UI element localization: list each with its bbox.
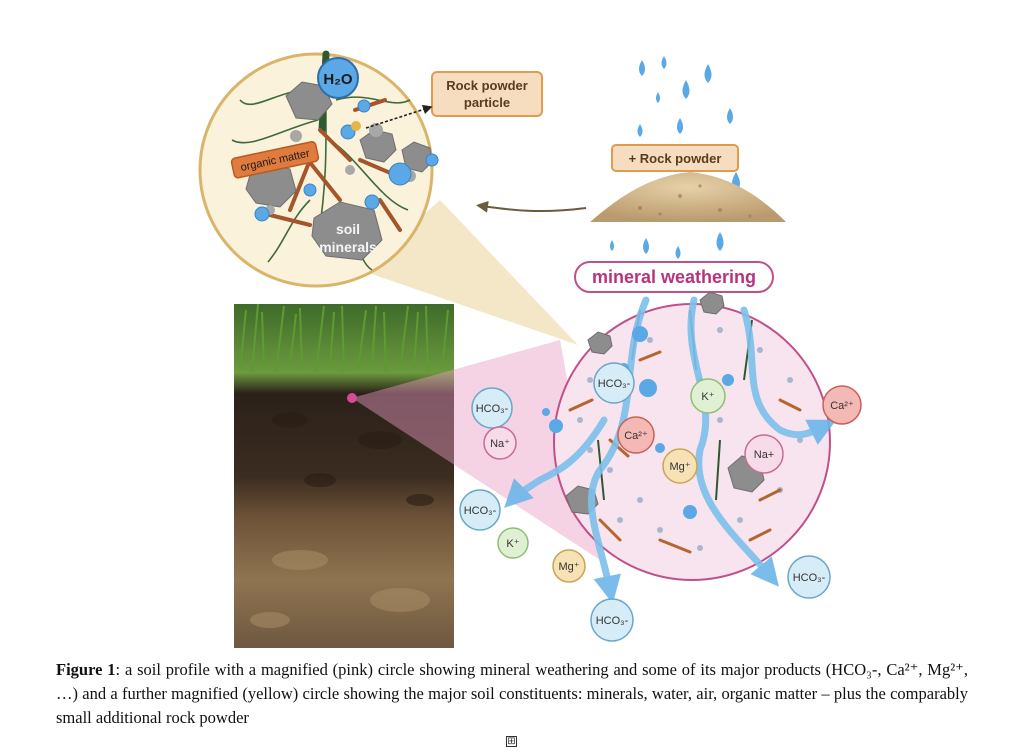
ion-badge-text: HCO₃- — [476, 403, 509, 415]
ion-badge-text: Na+ — [754, 449, 775, 461]
ion-badge-na-out: Na⁺ — [483, 426, 517, 460]
rock-powder-particle-text1: Rock powder — [446, 78, 528, 93]
ion-badge-circle — [787, 555, 831, 599]
ion-badge-ca-in: Ca²⁺ — [617, 416, 655, 454]
ion-badge-mg-in: Mg⁺ — [662, 448, 698, 484]
ion-badge-circle — [617, 416, 655, 454]
add-rock-powder-label: + Rock powder — [611, 144, 739, 172]
expand-handle-icon[interactable]: ⊞ — [506, 736, 517, 747]
soil-minerals-label-line2: minerals — [319, 239, 377, 255]
water-label: H₂O — [317, 57, 359, 99]
ion-badge-circle — [690, 378, 726, 414]
soil-profile-photo — [234, 303, 454, 648]
caption-figure-label: Figure 1 — [56, 660, 116, 679]
ions-outside: HCO₃- Na⁺ HCO₃- K⁺ Mg⁺ HCO₃- Ca²⁺ HCO₃- — [459, 385, 862, 642]
ion-badge-na-in: Na+ — [744, 434, 784, 474]
add-rock-powder-text: + Rock powder — [629, 151, 722, 166]
mineral-weathering-text: mineral weathering — [592, 267, 756, 287]
ion-badge-text: K⁺ — [506, 538, 519, 550]
ion-badge-text: HCO₃- — [596, 615, 629, 627]
caption-text: : a soil profile with a magnified (pink)… — [56, 660, 968, 727]
water-label-text: H₂O — [323, 71, 352, 88]
ion-badge-hco3-in: HCO₃- — [593, 362, 635, 404]
ion-badge-circle — [662, 448, 698, 484]
ion-badge-hco3-out1: HCO₃- — [471, 387, 513, 429]
ion-badge-text: HCO₃- — [464, 505, 497, 517]
ion-badge-hco3-out3: HCO₃- — [590, 598, 634, 642]
rock-powder-particle-text2: particle — [464, 95, 510, 110]
ion-badge-circle — [552, 549, 586, 583]
ion-badge-k-out: K⁺ — [497, 527, 529, 559]
rock-powder-to-circle-arrow — [476, 200, 587, 213]
ion-badge-circle — [497, 527, 529, 559]
ion-badge-text: Na⁺ — [490, 438, 510, 450]
ion-badge-text: Ca²⁺ — [624, 430, 648, 442]
ion-badge-text: Mg⁺ — [558, 561, 579, 573]
ion-badge-circle — [471, 387, 513, 429]
ion-badge-hco3-out4: HCO₃- — [787, 555, 831, 599]
ion-badge-text: HCO₃- — [598, 378, 631, 390]
figure-caption: Figure 1: a soil profile with a magnifie… — [56, 658, 968, 730]
yellow-magnified-circle — [198, 50, 439, 288]
ion-badge-text: HCO₃- — [793, 572, 826, 584]
soil-minerals-label-line1: soil — [336, 221, 360, 237]
mineral-weathering-label: mineral weathering — [574, 261, 774, 293]
pink-magnification-cone — [352, 340, 600, 560]
ion-badge-hco3-out2: HCO₃- — [459, 489, 501, 531]
ion-badge-k-in: K⁺ — [690, 378, 726, 414]
ion-badge-text: K⁺ — [701, 391, 714, 403]
rock-powder-pile — [590, 172, 786, 222]
ion-badge-circle — [744, 434, 784, 474]
yellow-magnification-cone — [360, 200, 578, 345]
ions-inside: HCO₃- K⁺ Ca²⁺ Mg⁺ Na+ — [593, 362, 784, 484]
ion-badge-ca-out: Ca²⁺ — [822, 385, 862, 425]
ion-badge-circle — [459, 489, 501, 531]
ion-badge-circle — [590, 598, 634, 642]
ion-badge-mg-out: Mg⁺ — [552, 549, 586, 583]
ion-badge-circle — [593, 362, 635, 404]
ion-badge-text: Mg⁺ — [669, 461, 690, 473]
ion-badge-circle — [822, 385, 862, 425]
ion-badge-circle — [483, 426, 517, 460]
figure-illustration: H₂O organic matter soil minerals Rock po… — [198, 50, 862, 648]
rock-powder-pointer — [365, 104, 433, 129]
pink-magnification-point — [347, 393, 357, 403]
ion-badge-text: Ca²⁺ — [830, 400, 854, 412]
rock-powder-particle-label: Rock powder particle — [431, 71, 543, 117]
